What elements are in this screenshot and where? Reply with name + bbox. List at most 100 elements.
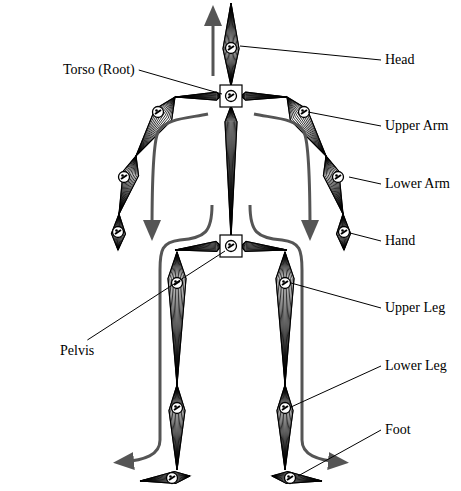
bone-stroke bbox=[169, 476, 175, 480]
bone-segment bbox=[168, 252, 186, 385]
bone-stroke bbox=[228, 93, 231, 96]
leader-line bbox=[139, 70, 222, 94]
part-label: Lower Arm bbox=[385, 176, 450, 192]
bone-stroke bbox=[169, 385, 185, 470]
joint-marker bbox=[280, 403, 291, 414]
part-label: Torso (Root) bbox=[63, 62, 135, 78]
part-label: Hand bbox=[385, 233, 415, 249]
part-label: Upper Arm bbox=[385, 118, 448, 134]
bone-stroke bbox=[323, 156, 343, 214]
joint-marker bbox=[226, 241, 237, 252]
bone-segment bbox=[175, 241, 221, 251]
root-box bbox=[220, 85, 242, 107]
part-label: Head bbox=[385, 52, 415, 68]
part-label: Pelvis bbox=[60, 343, 94, 359]
bone-stroke bbox=[155, 110, 161, 114]
bone-stroke bbox=[121, 175, 127, 179]
joint-marker bbox=[167, 473, 178, 484]
bone-stroke bbox=[226, 43, 237, 54]
bone-stroke bbox=[153, 107, 164, 118]
joint-marker bbox=[285, 473, 296, 484]
joint-marker bbox=[119, 172, 130, 183]
bone-stroke bbox=[121, 174, 124, 177]
bone-stroke bbox=[168, 252, 186, 385]
leader-line bbox=[308, 112, 381, 126]
leader-line bbox=[349, 177, 381, 184]
bone-stroke bbox=[280, 278, 291, 289]
bone-stroke bbox=[140, 472, 190, 484]
bone-stroke bbox=[228, 243, 231, 246]
bone-stroke bbox=[115, 229, 118, 232]
bone-segment bbox=[175, 92, 221, 100]
joint-marker bbox=[339, 227, 350, 238]
bone-stroke bbox=[277, 385, 293, 470]
leader-line bbox=[350, 233, 381, 241]
bone-segment bbox=[225, 106, 237, 238]
bone-stroke bbox=[228, 45, 231, 48]
bone-segment bbox=[272, 472, 322, 484]
leader-line bbox=[291, 366, 381, 407]
bone-stroke bbox=[119, 156, 139, 214]
leader-line bbox=[291, 283, 381, 308]
bone-stroke bbox=[272, 472, 322, 484]
leader-line bbox=[87, 251, 225, 340]
joint-marker bbox=[226, 91, 237, 102]
bone-stroke bbox=[220, 85, 242, 107]
joint-marker bbox=[280, 278, 291, 289]
leader-line bbox=[240, 46, 381, 60]
bone-stroke bbox=[282, 280, 285, 283]
joint-marker bbox=[333, 172, 344, 183]
bone-stroke bbox=[174, 406, 180, 410]
bone-stroke bbox=[111, 214, 125, 250]
joint-marker bbox=[226, 43, 237, 54]
bone-segment bbox=[337, 214, 351, 250]
hierarchy-arrows bbox=[122, 14, 340, 462]
bone-segment bbox=[169, 385, 185, 470]
bone-stroke bbox=[155, 109, 158, 112]
bone-segment bbox=[277, 385, 293, 470]
bone-stroke bbox=[228, 244, 234, 248]
bone-stroke bbox=[301, 110, 307, 114]
bone-stroke bbox=[174, 405, 177, 408]
bone-segment bbox=[140, 472, 190, 484]
leader-line bbox=[298, 430, 381, 476]
bone-stroke bbox=[276, 252, 294, 385]
joint-marker bbox=[153, 107, 164, 118]
bone-segment bbox=[111, 214, 125, 250]
part-label: Foot bbox=[385, 422, 411, 438]
bone-stroke bbox=[119, 172, 130, 183]
bone-stroke bbox=[175, 92, 221, 100]
bone-stroke bbox=[241, 92, 287, 100]
bone-stroke bbox=[226, 91, 237, 102]
bone-stroke bbox=[287, 475, 290, 478]
part-label: Upper Leg bbox=[385, 300, 445, 316]
bone-stroke bbox=[335, 175, 341, 179]
bone-stroke bbox=[299, 107, 310, 118]
bone-stroke bbox=[172, 403, 183, 414]
bone-stroke bbox=[341, 230, 347, 234]
bone-segment bbox=[119, 156, 139, 214]
bone-stroke bbox=[226, 241, 237, 252]
bone-stroke bbox=[282, 406, 288, 410]
bone-stroke bbox=[225, 106, 237, 238]
part-label: Lower Leg bbox=[385, 358, 447, 374]
bone-segment bbox=[241, 241, 287, 251]
bone-stroke bbox=[301, 109, 304, 112]
bone-stroke bbox=[241, 241, 287, 251]
bone-segment bbox=[323, 156, 343, 214]
bone-wireframe bbox=[111, 3, 350, 484]
bone-stroke bbox=[287, 476, 293, 480]
bone-stroke bbox=[223, 3, 239, 86]
leader-lines bbox=[87, 46, 381, 476]
joint-marker bbox=[172, 403, 183, 414]
bone-segment bbox=[276, 252, 294, 385]
bone-stroke bbox=[285, 473, 296, 484]
bone-stroke bbox=[333, 172, 344, 183]
bone-stroke bbox=[175, 241, 221, 251]
bone-stroke bbox=[280, 403, 291, 414]
bone-stroke bbox=[228, 46, 234, 50]
bone-stroke bbox=[115, 230, 121, 234]
bone-stroke bbox=[113, 227, 124, 238]
bone-segment bbox=[241, 92, 287, 100]
bone-stroke bbox=[220, 235, 242, 257]
